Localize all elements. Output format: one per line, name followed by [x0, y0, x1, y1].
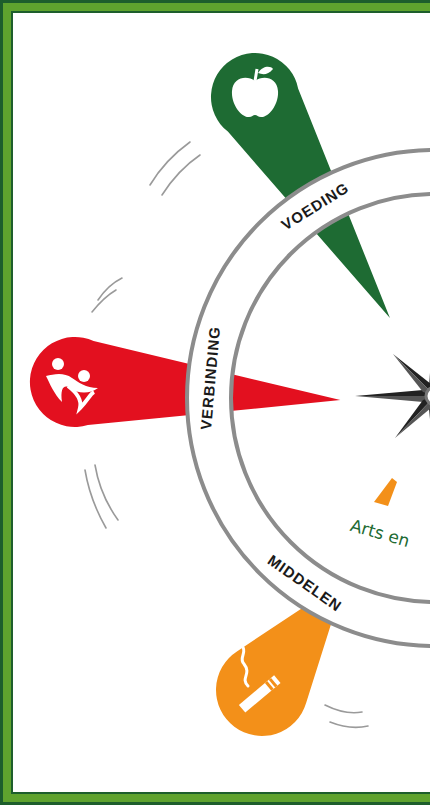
connection-icon — [46, 358, 98, 408]
ring-label: VOEDING — [278, 179, 352, 234]
compass-star — [355, 316, 430, 476]
apple-icon — [232, 67, 278, 117]
handwritten-note: Arts en — [348, 515, 412, 551]
cigarette-icon — [239, 646, 281, 713]
ring-label: VERBINDING — [197, 326, 223, 431]
ring-inner-line — [231, 194, 430, 602]
ring-outer-line — [187, 150, 430, 646]
orange-pin — [198, 552, 382, 754]
ring-label: MIDDELEN — [265, 551, 345, 614]
orange-marker — [374, 478, 397, 506]
